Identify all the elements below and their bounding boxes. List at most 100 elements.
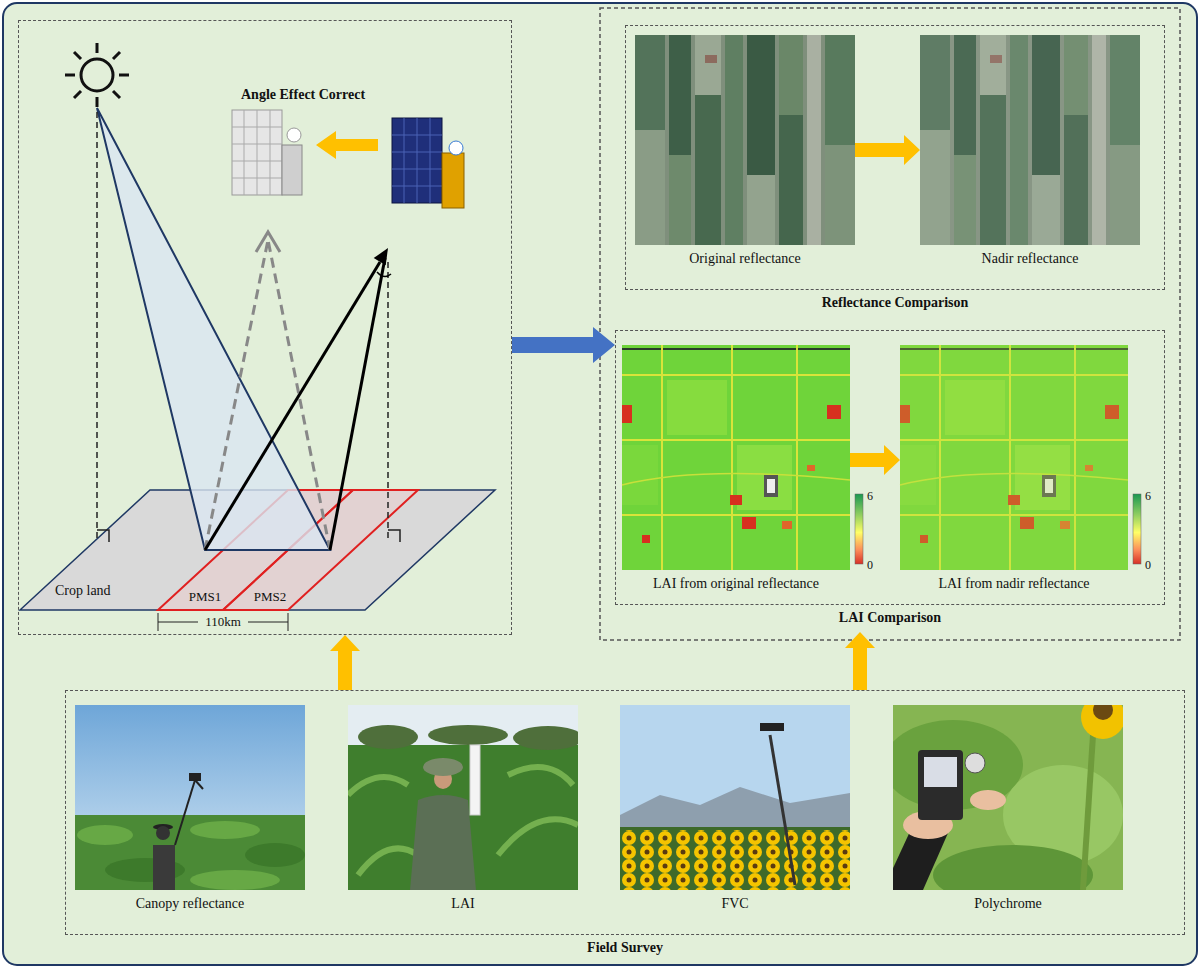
field-photo-part bbox=[245, 843, 305, 867]
satellite-icon-part bbox=[392, 169, 442, 170]
field-photo-part bbox=[965, 753, 985, 773]
panel-box: Reflectance ComparisonOriginal reflectan… bbox=[625, 25, 1165, 320]
field-photo-part bbox=[620, 830, 850, 890]
field-photo-part bbox=[933, 845, 1093, 890]
satellite-icon-part bbox=[232, 127, 282, 128]
dashed-frame bbox=[615, 330, 1165, 605]
field-photo-part bbox=[620, 705, 850, 890]
panel-heading: LAI Comparison bbox=[615, 610, 1165, 626]
dimension-tick bbox=[158, 613, 159, 631]
field-photo-part bbox=[1081, 705, 1123, 739]
field-photo-part bbox=[75, 705, 305, 890]
satellite-icon-part bbox=[287, 128, 301, 142]
dimension-label: 110km bbox=[205, 614, 241, 630]
photo-thumbnail: LAI bbox=[348, 705, 578, 890]
image-caption: LAI from nadir reflectance bbox=[860, 576, 1168, 592]
field-photo-part bbox=[470, 745, 480, 815]
satellite-icon-part bbox=[392, 135, 442, 136]
scale-value: 0 bbox=[867, 557, 873, 573]
sun-symbol bbox=[65, 43, 129, 107]
lai-image bbox=[900, 345, 1128, 570]
satellite-image bbox=[920, 35, 1140, 245]
panel-heading: Field Survey bbox=[65, 940, 1185, 956]
field-photo-part bbox=[1083, 735, 1093, 890]
nadir-overlay bbox=[920, 35, 1140, 245]
photo-thumbnail: Canopy reflectance bbox=[75, 705, 305, 890]
field-photo-part bbox=[358, 848, 418, 875]
field-photo bbox=[348, 705, 578, 890]
satellite-icon-part bbox=[232, 110, 282, 195]
view-ray bbox=[205, 262, 380, 550]
satellite-image bbox=[635, 35, 855, 245]
field-photo-part bbox=[410, 795, 476, 890]
nadir-overlay bbox=[900, 345, 1128, 570]
field-photo-part bbox=[770, 735, 795, 885]
field-photo-part bbox=[77, 825, 133, 845]
illumination-cone bbox=[97, 108, 330, 550]
satellite-icon-part bbox=[282, 145, 302, 195]
satellite-icon-part bbox=[404, 118, 405, 203]
lai-image bbox=[622, 345, 850, 570]
dimension-line bbox=[248, 622, 288, 623]
image-thumbnail: Nadir reflectance bbox=[920, 35, 1140, 245]
field-photo-part bbox=[156, 826, 170, 840]
flow-arrow bbox=[512, 327, 615, 363]
sun-symbol-part bbox=[96, 97, 99, 107]
sensor-label: PMS1 bbox=[189, 589, 222, 605]
field-photo-part bbox=[195, 780, 203, 789]
satellite-icon-part bbox=[392, 118, 442, 203]
field-photo-part bbox=[153, 845, 175, 890]
flow-arrow bbox=[330, 635, 360, 690]
panel-heading: Angle Effect Correct bbox=[241, 87, 365, 103]
nadir-view-ray bbox=[205, 240, 268, 550]
field-photo bbox=[75, 705, 305, 890]
color-bar bbox=[855, 494, 863, 564]
flow-arrow bbox=[845, 632, 875, 690]
image-thumbnail: LAI from nadir reflectance bbox=[900, 345, 1128, 570]
satellite-icon-part bbox=[270, 110, 271, 195]
region-label: Crop land bbox=[55, 583, 111, 599]
field-photo-part bbox=[358, 725, 418, 749]
sun-symbol-part bbox=[65, 74, 75, 77]
color-bar bbox=[1133, 494, 1141, 564]
arrow-head bbox=[374, 248, 388, 265]
field-photo-part bbox=[508, 767, 573, 785]
satellite-icon-part bbox=[257, 110, 258, 195]
satellite-icon bbox=[392, 118, 464, 208]
photo-thumbnail: FVC bbox=[620, 705, 850, 890]
satellite-icon-part bbox=[430, 118, 431, 203]
page-ground bbox=[3, 3, 1197, 965]
correction-arrow bbox=[316, 131, 378, 159]
satellite-icon-part bbox=[392, 152, 442, 153]
geometry-illustration bbox=[20, 43, 495, 631]
photo-thumbnail: Polychrome bbox=[893, 705, 1123, 890]
field-photo-part bbox=[75, 815, 305, 890]
satellite-icon-part bbox=[392, 186, 442, 187]
field-photo-part bbox=[970, 790, 1006, 810]
field-photo-part bbox=[620, 827, 850, 890]
sun-symbol-part bbox=[74, 91, 81, 98]
angle-arc bbox=[377, 272, 391, 277]
field-photo-part bbox=[513, 726, 578, 750]
satellite-icon-part bbox=[232, 161, 282, 162]
field-photo-part bbox=[428, 725, 508, 745]
field-photo-part bbox=[190, 821, 260, 839]
field-photo-part bbox=[190, 870, 280, 890]
dashed-frame bbox=[625, 25, 1165, 290]
sun-symbol-part bbox=[81, 59, 113, 91]
right-angle-mark bbox=[388, 530, 400, 542]
scale-value: 6 bbox=[867, 488, 873, 504]
view-ray bbox=[330, 258, 385, 550]
satellite-icon-part bbox=[449, 141, 463, 155]
satellite-icon-part bbox=[232, 144, 282, 145]
dimension-line bbox=[158, 622, 198, 623]
panel-box: LAI ComparisonLAI from original reflecta… bbox=[615, 330, 1165, 632]
field-photo-part bbox=[189, 773, 201, 781]
image-caption: Canopy reflectance bbox=[35, 896, 345, 912]
field-photo bbox=[620, 705, 850, 890]
satellite-icon-part bbox=[417, 118, 418, 203]
dimension-tick bbox=[288, 613, 289, 631]
scale-value: 6 bbox=[1145, 488, 1151, 504]
right-angle-mark bbox=[97, 530, 109, 542]
